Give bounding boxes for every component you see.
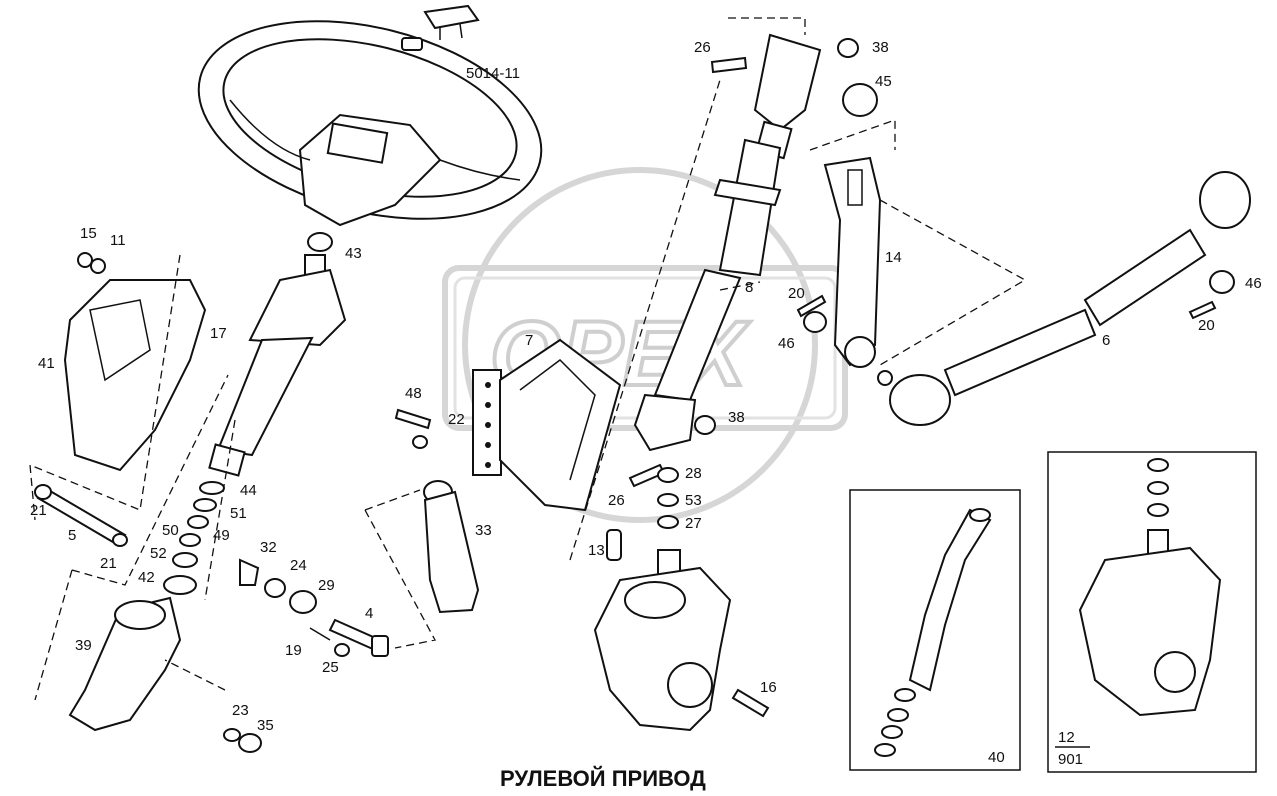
callout-32: 32 (260, 539, 277, 556)
pin-20-left (796, 294, 827, 318)
washer-28 (657, 467, 679, 483)
callout-22: 22 (448, 411, 465, 428)
nut-46-left (803, 311, 827, 333)
inset-box-right (1047, 451, 1257, 773)
cap-35 (238, 733, 262, 753)
callout-46-right: 46 (1245, 275, 1262, 292)
callout-38-top: 38 (872, 39, 889, 56)
pitman-arm-14 (823, 156, 882, 368)
callout-26-top: 26 (694, 39, 711, 56)
callout-35: 35 (257, 717, 274, 734)
callout-23: 23 (232, 702, 249, 719)
callout-19: 19 (285, 642, 302, 659)
bolt-4 (239, 558, 389, 657)
callout-21-left: 21 (30, 502, 47, 519)
washer-27 (657, 515, 679, 529)
horn-switch (401, 4, 480, 51)
callout-44: 44 (240, 482, 257, 499)
callout-39: 39 (75, 637, 92, 654)
inset-box-left (849, 489, 1021, 771)
pin-20-right (1188, 300, 1217, 320)
washer-53 (657, 493, 679, 507)
washer-22 (412, 435, 428, 449)
diagram-title: РУЛЕВОЙ ПРИВОД (500, 766, 706, 791)
bolt-16 (731, 688, 770, 718)
callout-25: 25 (322, 659, 339, 676)
callout-26-lower: 26 (608, 492, 625, 509)
steering-wheel (197, 20, 543, 227)
callout-11: 11 (110, 232, 126, 249)
model-code-label: 5014-11 (466, 65, 520, 82)
callout-53: 53 (685, 492, 702, 509)
callout-20-right: 20 (1198, 317, 1215, 334)
pin-5 (34, 484, 128, 547)
callout-51: 51 (230, 505, 247, 522)
callout-14: 14 (885, 249, 902, 266)
callout-8: 8 (745, 279, 753, 296)
dashed-leaders (29, 17, 1027, 701)
callout-24: 24 (290, 557, 307, 574)
callout-52: 52 (150, 545, 167, 562)
drag-link-6 (877, 171, 1251, 426)
callout-33: 33 (475, 522, 492, 539)
bracket-41 (63, 252, 207, 472)
nut-38-lower (694, 415, 716, 435)
inset-right-sub: 901 (1058, 751, 1083, 768)
lever-39 (68, 596, 182, 732)
callout-20-left: 20 (788, 285, 805, 302)
callout-48: 48 (405, 385, 422, 402)
callout-43: 43 (345, 245, 362, 262)
callout-49: 49 (213, 527, 230, 544)
watermark-gear-ring (462, 167, 818, 523)
steering-column-left (208, 232, 347, 477)
callout-38-lower: 38 (728, 409, 745, 426)
callout-27: 27 (685, 515, 702, 532)
intermediate-shaft-8 (633, 33, 822, 452)
callout-28: 28 (685, 465, 702, 482)
steering-gear (593, 549, 732, 732)
callout-6: 6 (1102, 332, 1110, 349)
nut-45 (842, 83, 878, 117)
callout-41: 41 (38, 355, 55, 372)
inset-right-number: 12 (1058, 729, 1075, 746)
callout-4: 4 (365, 605, 373, 622)
callout-16: 16 (760, 679, 777, 696)
callout-7: 7 (525, 332, 533, 349)
lever-33 (423, 480, 480, 614)
nut-46-right (1209, 270, 1235, 294)
bolt-26-top (710, 56, 748, 74)
callout-50: 50 (162, 522, 179, 539)
callout-46-left: 46 (778, 335, 795, 352)
bolt-48 (394, 408, 432, 430)
callout-45: 45 (875, 73, 892, 90)
washer-stack (163, 481, 225, 595)
callout-42: 42 (138, 569, 155, 586)
callout-15: 15 (80, 225, 97, 242)
bolt-13 (606, 529, 622, 561)
nut-38-top (837, 38, 859, 58)
nut-23 (223, 728, 241, 742)
callout-29: 29 (318, 577, 335, 594)
callout-21-right: 21 (100, 555, 117, 572)
callout-17: 17 (210, 325, 227, 342)
callout-13: 13 (588, 542, 605, 559)
part-labels: 5014-11 26 38 45 14 20 46 46 20 6 8 7 48… (30, 39, 1262, 768)
callout-5: 5 (68, 527, 76, 544)
inset-left-number: 40 (988, 749, 1005, 766)
